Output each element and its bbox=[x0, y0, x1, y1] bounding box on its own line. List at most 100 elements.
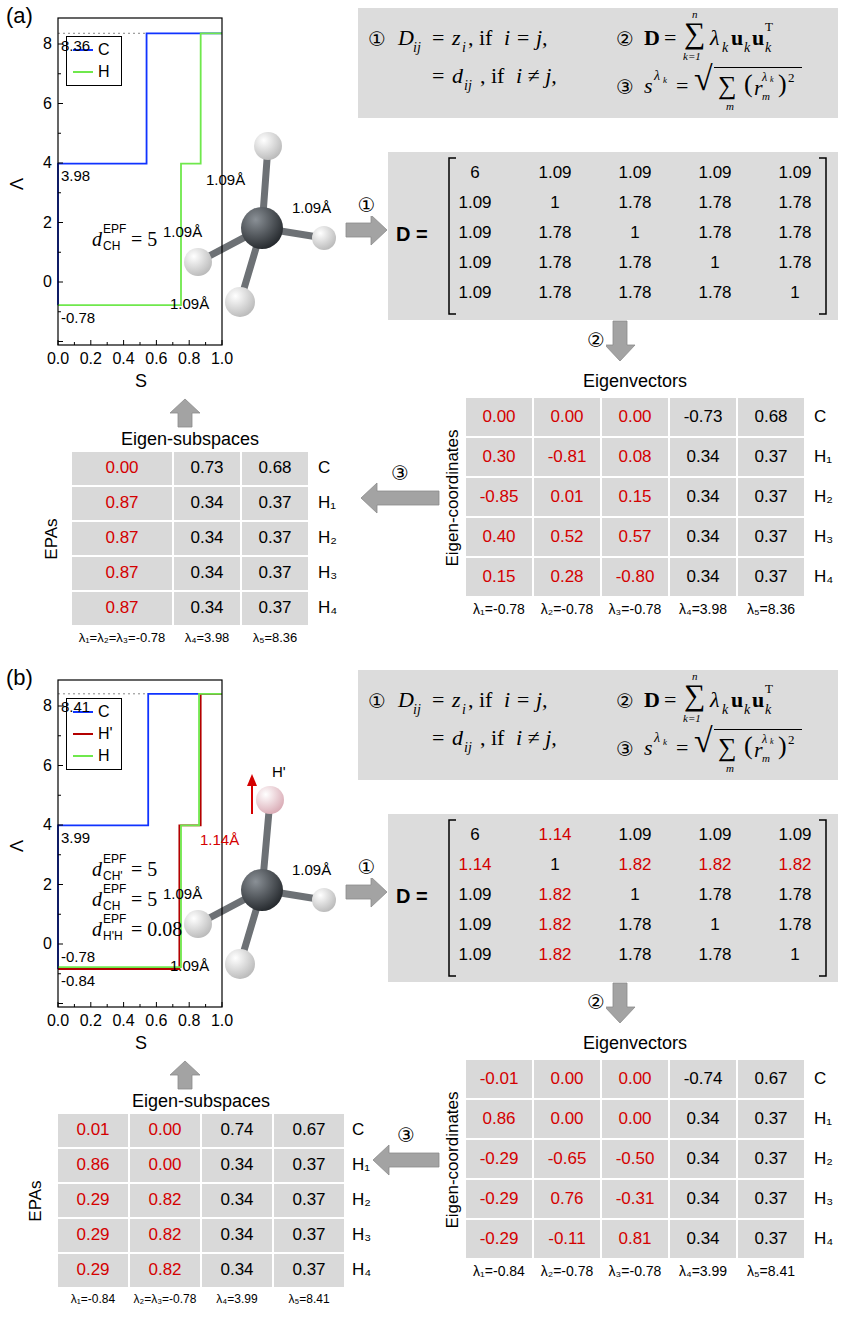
eigenvalue-label: λ₃=-0.78 bbox=[609, 602, 662, 617]
formula-fragment: √ bbox=[694, 722, 713, 759]
formula-superscript: EPF bbox=[103, 883, 126, 896]
table-side-label: EPAs bbox=[43, 518, 62, 559]
matrix-entry: 1.14 bbox=[538, 826, 571, 845]
matrix-entry: 1.09 bbox=[458, 254, 491, 273]
row-label: H₃ bbox=[814, 518, 840, 556]
axis-title: S bbox=[135, 1034, 147, 1054]
axis-tick bbox=[58, 1003, 63, 1004]
table-cell: 0.34 bbox=[202, 1184, 272, 1217]
step-curve bbox=[58, 694, 222, 969]
row-label: H₃ bbox=[352, 1219, 378, 1252]
legend-line-sample bbox=[73, 71, 93, 73]
table-cell: 0.57 bbox=[602, 518, 668, 556]
formula-fragment: 2 bbox=[788, 71, 795, 85]
table-side-label: Eigen-coordinates bbox=[444, 1091, 463, 1228]
tick-label: 0.0 bbox=[47, 1012, 69, 1030]
formula-fragment: ) bbox=[778, 70, 787, 99]
axis-tick bbox=[90, 340, 91, 345]
matrix-entry: 1.78 bbox=[778, 886, 811, 905]
table-cell: -0.11 bbox=[534, 1220, 600, 1258]
formula-fragment: ∑ bbox=[684, 16, 705, 49]
eigenvector-table: EigenvectorsEigen-coordinates0.000.000.0… bbox=[440, 362, 840, 627]
formula-symbol: d bbox=[92, 888, 102, 910]
matrix-entry: 1.78 bbox=[618, 916, 651, 935]
table-cell: -0.50 bbox=[602, 1140, 668, 1178]
row-label: H₁ bbox=[814, 1100, 840, 1138]
row-label: H₃ bbox=[814, 1180, 840, 1218]
bracket bbox=[819, 820, 826, 976]
formula-fragment: = bbox=[664, 688, 676, 712]
axis-tick bbox=[58, 765, 63, 766]
axis-tick bbox=[90, 1002, 91, 1007]
molecule-figure: H'1.14Å1.09Å1.09Å1.09Å bbox=[160, 760, 345, 980]
table-cell: 0.08 bbox=[602, 438, 668, 476]
matrix-brackets bbox=[388, 814, 838, 982]
table-cell: 0.37 bbox=[274, 1149, 344, 1182]
formula-fragment: k bbox=[663, 738, 667, 748]
matrix-entry: 1 bbox=[710, 916, 719, 935]
row-label: H₂ bbox=[352, 1184, 378, 1217]
formula-fragment: s bbox=[644, 74, 653, 98]
table-cell: 0.00 bbox=[534, 1060, 600, 1098]
axis-tick bbox=[58, 103, 63, 104]
axis-tick bbox=[123, 1002, 124, 1007]
table-cell: 0.15 bbox=[602, 478, 668, 516]
formula-fragment: ③ bbox=[616, 738, 634, 760]
table-cell: 0.87 bbox=[72, 522, 172, 555]
axis-tick bbox=[123, 340, 124, 345]
table-cell: 0.82 bbox=[130, 1254, 200, 1287]
table-heading: Eigenvectors bbox=[583, 1034, 687, 1054]
formula-fragment: m bbox=[762, 752, 770, 764]
radical-bar bbox=[714, 729, 802, 730]
table-heading: Eigenvectors bbox=[583, 372, 687, 392]
legend-label: H bbox=[98, 63, 110, 81]
step-number: ② bbox=[586, 991, 606, 1013]
value-annotation: -0.84 bbox=[61, 973, 95, 990]
epa-table: Eigen-subspacesEPAs0.010.000.740.67C0.86… bbox=[20, 1090, 372, 1312]
process-arrow bbox=[346, 215, 387, 245]
matrix-entry: 1.09 bbox=[458, 886, 491, 905]
formula-fragment: i bbox=[462, 702, 466, 717]
process-arrow bbox=[373, 1145, 439, 1175]
formula-fragment: ∑ bbox=[718, 72, 737, 101]
formula-fragment: u bbox=[731, 688, 743, 712]
matrix-entry: 1 bbox=[630, 886, 639, 905]
step-plot-drawing bbox=[58, 680, 222, 1007]
tick-label: 0 bbox=[43, 273, 52, 291]
formula-fragment: = bbox=[432, 64, 444, 88]
table-cell: 0.87 bbox=[72, 487, 172, 520]
tick-label: 0.8 bbox=[178, 350, 200, 368]
formula-fragment: r bbox=[754, 76, 763, 100]
table-cell: 0.37 bbox=[242, 487, 308, 520]
tick-label: 0.2 bbox=[80, 1012, 102, 1030]
formula-fragment: d bbox=[452, 64, 463, 88]
formula-fragment: 2 bbox=[788, 733, 795, 747]
formula-fragment: ② bbox=[616, 690, 634, 712]
matrix-entry: 1.09 bbox=[778, 826, 811, 845]
axis-tick bbox=[58, 222, 63, 223]
step-plot: ΛSCH'H bbox=[8, 676, 230, 1060]
table-heading: Eigen-subspaces bbox=[121, 430, 259, 450]
axis-tick bbox=[156, 1002, 157, 1007]
legend-label: H bbox=[98, 747, 110, 765]
table-cell: 0.00 bbox=[602, 1060, 668, 1098]
formula-fragment: m bbox=[726, 762, 734, 774]
methane-molecule bbox=[184, 132, 336, 317]
panel-letter: (a) bbox=[6, 4, 33, 28]
table-cell: 0.86 bbox=[466, 1100, 532, 1138]
row-label: H₂ bbox=[318, 522, 344, 555]
step-curve bbox=[58, 694, 222, 969]
formula-symbol: d bbox=[92, 228, 102, 250]
formula-subscript: CH bbox=[103, 240, 120, 253]
eigenvalue-label: λ₁=-0.78 bbox=[473, 602, 525, 617]
tick-label: 0.2 bbox=[80, 350, 102, 368]
step-number: ① bbox=[357, 856, 377, 878]
tick-label: 0.4 bbox=[112, 350, 134, 368]
table-cell: 0.00 bbox=[72, 452, 172, 485]
table-cell: -0.29 bbox=[466, 1140, 532, 1178]
matrix-entry: 1.78 bbox=[538, 254, 571, 273]
table-cell: 0.67 bbox=[274, 1114, 344, 1147]
table-cell: 0.01 bbox=[534, 478, 600, 516]
tick-label: 0.4 bbox=[112, 1012, 134, 1030]
axis-title: S bbox=[135, 372, 147, 392]
